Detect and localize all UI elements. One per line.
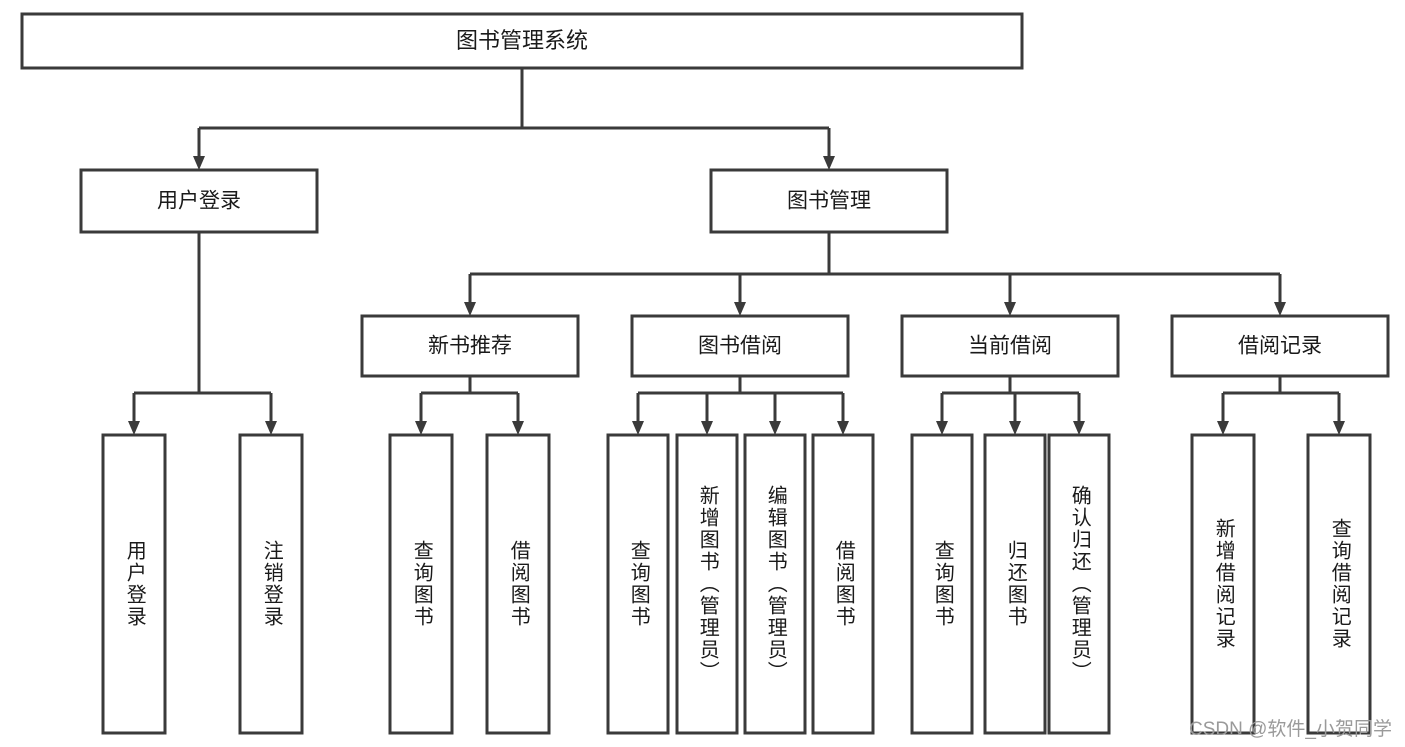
node-user-login[interactable]: 用户登录 (79, 168, 319, 234)
node-label: 当前借阅 (968, 335, 1052, 358)
node-rect (983, 433, 1047, 735)
node-leaf-user-logout[interactable] (238, 433, 304, 735)
node-current-borrow[interactable]: 当前借阅 (900, 314, 1120, 378)
node-leaf-query-book-current[interactable] (910, 433, 974, 735)
node-rect (238, 433, 304, 735)
node-label: 借阅记录 (1238, 335, 1322, 358)
node-rect (709, 168, 949, 234)
node-book-borrow[interactable]: 图书借阅 (630, 314, 850, 378)
node-leaf-query-book-borrow[interactable] (606, 433, 670, 735)
node-rect (1047, 433, 1111, 735)
node-label: 图书管理 (787, 190, 871, 213)
node-rect (606, 433, 670, 735)
node-leaf-edit-book[interactable] (743, 433, 807, 735)
node-book-manage[interactable]: 图书管理 (709, 168, 949, 234)
node-label: 图书管理系统 (456, 28, 588, 53)
node-leaf-user-login[interactable] (101, 433, 167, 735)
node-leaf-add-borrow-record[interactable] (1190, 433, 1256, 735)
node-leaf-add-book[interactable] (675, 433, 739, 735)
node-rect (811, 433, 875, 735)
node-rect (388, 433, 454, 735)
connector-layer (128, 68, 1345, 435)
node-label: 图书借阅 (698, 335, 782, 358)
node-rect (1190, 433, 1256, 735)
node-rect (900, 314, 1120, 378)
node-leaf-return-book[interactable] (983, 433, 1047, 735)
node-label: 新书推荐 (428, 335, 512, 358)
node-rect (675, 433, 739, 735)
node-rect (630, 314, 850, 378)
node-rect (101, 433, 167, 735)
node-rect (1170, 314, 1390, 378)
node-leaf-confirm-return[interactable] (1047, 433, 1111, 735)
node-rect (1306, 433, 1372, 735)
node-rect (910, 433, 974, 735)
node-label: 用户登录 (157, 190, 241, 213)
node-leaf-query-book-recommend[interactable] (388, 433, 454, 735)
node-rect (20, 12, 1024, 70)
node-rect (485, 433, 551, 735)
node-leaf-borrow-book[interactable] (811, 433, 875, 735)
node-borrow-record[interactable]: 借阅记录 (1170, 314, 1390, 378)
node-new-book-recommend[interactable]: 新书推荐 (360, 314, 580, 378)
node-leaf-query-borrow-record[interactable] (1306, 433, 1372, 735)
node-rect (79, 168, 319, 234)
node-leaf-borrow-book-recommend[interactable] (485, 433, 551, 735)
node-rect (743, 433, 807, 735)
node-root-system[interactable]: 图书管理系统 (20, 12, 1024, 70)
node-rect (360, 314, 580, 378)
